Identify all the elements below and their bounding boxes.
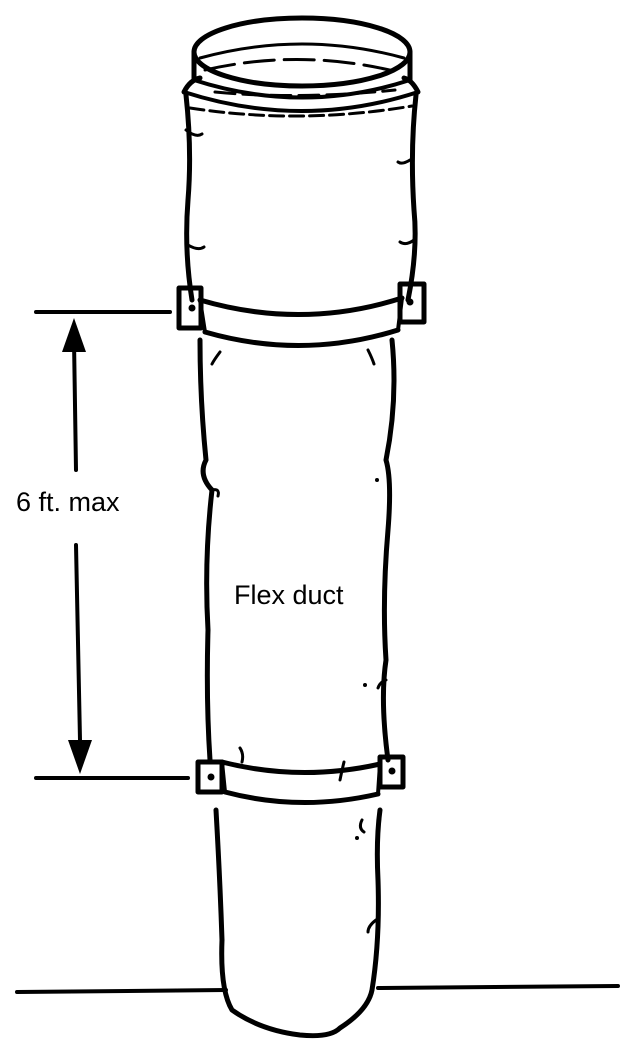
floor-line — [15, 984, 620, 994]
upper-strap — [176, 281, 427, 366]
duct-collar — [181, 15, 421, 118]
flex-duct-label: Flex duct — [234, 580, 344, 610]
middle-duct-section — [197, 337, 397, 763]
dimension-label: 6 ft. max — [16, 487, 120, 517]
upper-duct-section — [183, 92, 419, 303]
lower-strap — [195, 746, 406, 806]
lower-duct-section — [213, 807, 383, 1039]
dimension-arrow — [34, 310, 190, 780]
